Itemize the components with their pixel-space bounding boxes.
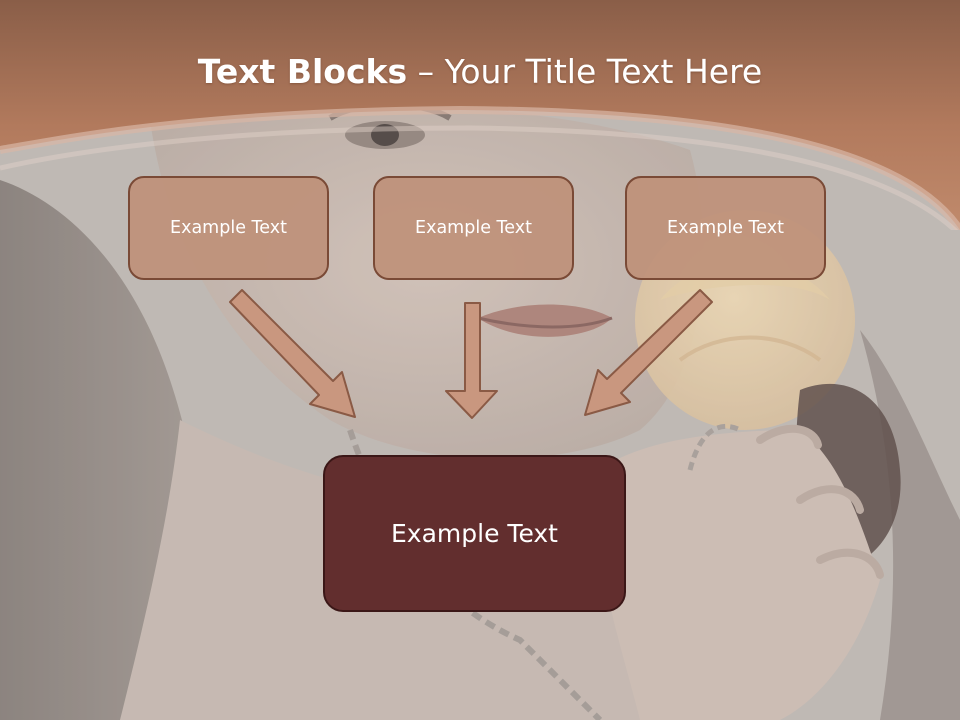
title-rest: – Your Title Text Here bbox=[407, 52, 763, 91]
text-block-1-label: Example Text bbox=[170, 218, 287, 238]
slide-title: Text Blocks – Your Title Text Here bbox=[0, 52, 960, 91]
down-arrow-icon bbox=[584, 289, 713, 416]
down-arrow-icon bbox=[229, 289, 356, 418]
main-text-block-label: Example Text bbox=[391, 519, 558, 548]
header-band bbox=[0, 0, 960, 230]
main-text-block[interactable]: Example Text bbox=[323, 455, 626, 612]
text-block-2-label: Example Text bbox=[415, 218, 532, 238]
text-block-3-label: Example Text bbox=[667, 218, 784, 238]
text-block-2[interactable]: Example Text bbox=[373, 176, 574, 280]
text-block-1[interactable]: Example Text bbox=[128, 176, 329, 280]
text-block-3[interactable]: Example Text bbox=[625, 176, 826, 280]
down-arrow-icon bbox=[445, 302, 498, 419]
title-bold: Text Blocks bbox=[197, 52, 408, 91]
